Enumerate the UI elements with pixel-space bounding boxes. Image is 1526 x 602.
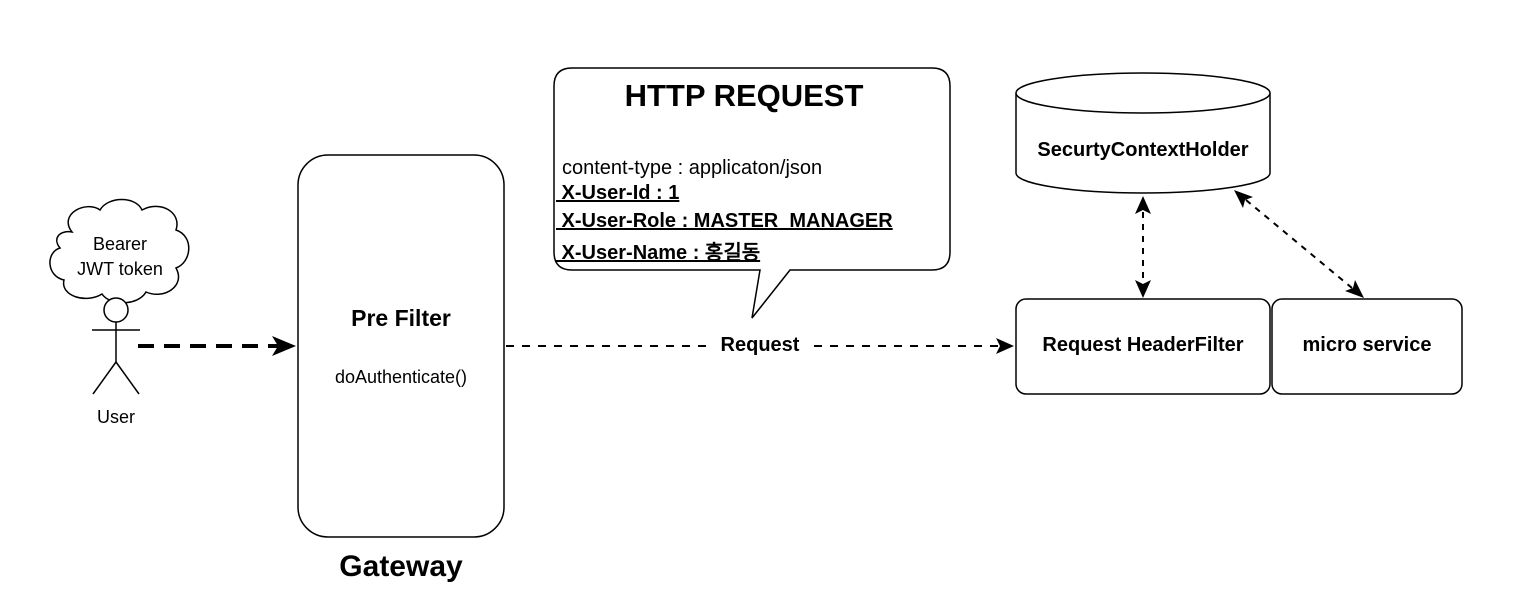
http-request-header-content-type: content-type : applicaton/json: [562, 157, 823, 179]
user-to-gateway-arrow: [138, 336, 296, 356]
user-label: User: [96, 407, 135, 427]
pre-filter-method: doAuthenticate(): [334, 367, 468, 387]
pre-filter-title: Pre Filter: [351, 305, 451, 331]
micro-service-label: micro service: [1302, 334, 1432, 356]
gateway-label: Gateway: [339, 550, 463, 583]
http-request-header-user-role: X-User-Role : MASTER_MANAGER: [556, 210, 893, 232]
http-request-callout: [553, 67, 951, 319]
context-filter-arrow: [1135, 196, 1151, 298]
cloud-text-line1: Bearer: [92, 234, 148, 254]
user-actor-icon: [92, 297, 140, 395]
http-request-title: HTTP REQUEST: [624, 78, 864, 113]
request-arrow: [506, 338, 1014, 354]
http-request-header-user-id: X-User-Id : 1: [556, 182, 680, 204]
pre-filter-box: [297, 154, 505, 538]
request-header-filter-box: [1015, 298, 1271, 395]
request-arrow-label: Request: [720, 334, 800, 356]
http-request-header-user-name: X-User-Name : 홍길동: [556, 242, 761, 264]
security-context-cylinder: [1015, 72, 1271, 194]
security-context-label: SecurtyContextHolder: [1037, 139, 1249, 161]
cloud-text-line2: JWT token: [77, 259, 163, 279]
cloud-shape: [49, 198, 190, 304]
request-header-filter-label: Request HeaderFilter: [1042, 334, 1244, 356]
micro-service-box: [1271, 298, 1463, 395]
context-service-arrow: [1234, 190, 1364, 298]
